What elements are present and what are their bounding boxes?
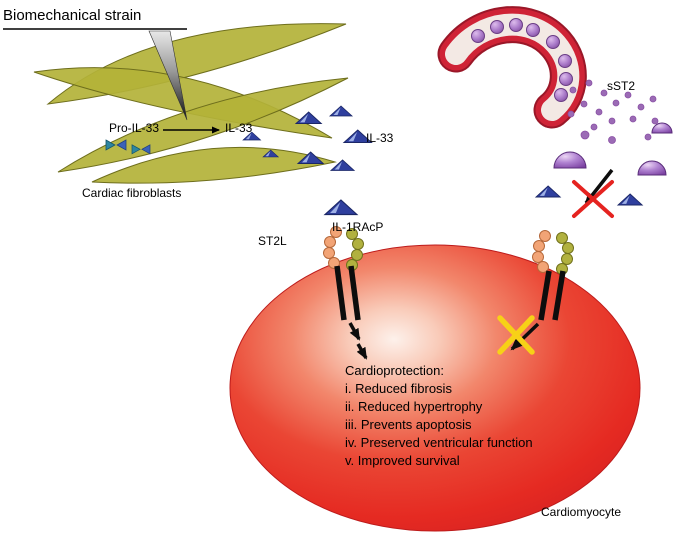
vessel-cells [471, 18, 573, 102]
il33-molecule [342, 129, 373, 143]
label-pro-il33: Pro-IL-33 [109, 121, 160, 135]
label-il1racp: IL-1RAcP [332, 220, 384, 234]
il33-molecule [328, 105, 354, 117]
cardioprotection-item-3: iii. Prevents apoptosis [345, 417, 472, 432]
il33-bound-molecule [323, 199, 359, 216]
sequestration-blocked-arrow [572, 168, 614, 218]
label-cardiac-fibroblasts: Cardiac fibroblasts [82, 186, 182, 200]
label-biomechanical-strain: Biomechanical strain [3, 7, 142, 24]
il33-molecule [534, 185, 562, 198]
il33-molecule [294, 111, 323, 124]
cardioprotection-item-4: iv. Preserved ventricular function [345, 435, 533, 450]
blocked-receptor [497, 230, 574, 355]
il33-molecules [242, 105, 644, 206]
biomechanical-strain-arrow [3, 28, 188, 121]
cardioprotection-item-5: v. Improved survival [345, 453, 460, 468]
red-x-icon [572, 180, 614, 218]
label-sst2: sST2 [607, 79, 636, 93]
st2l-chain [532, 230, 551, 273]
il33-molecule [616, 193, 644, 206]
sst2-dome [553, 151, 587, 169]
pro-il33-molecules [105, 139, 151, 155]
st2l-chain [323, 226, 342, 269]
il33-molecule [262, 149, 280, 158]
label-cardiomyocyte: Cardiomyocyte [541, 505, 622, 519]
cardioprotection-item-2: ii. Reduced hypertrophy [345, 399, 483, 414]
cardioprotection-item-1: i. Reduced fibrosis [345, 381, 452, 396]
sst2-particles [567, 79, 659, 144]
receptor-transmembrane-bars [334, 265, 361, 321]
yellow-x-icon [497, 315, 535, 355]
il1racp-chain [556, 232, 574, 275]
cardiomyocyte-cell [229, 244, 641, 532]
blocked-signal-arrow [510, 322, 540, 351]
label-il33-cleaved: IL-33 [225, 121, 253, 135]
il33-molecule [329, 159, 356, 171]
cardioprotection-text: Cardioprotection: i. Reduced fibrosis ii… [345, 362, 595, 470]
label-st2l: ST2L [258, 234, 287, 248]
sst2-dome [637, 160, 667, 176]
sst2-decoy-receptors [553, 122, 673, 176]
cardioprotection-title: Cardioprotection: [345, 363, 444, 378]
blood-vessel [437, 6, 587, 129]
il33-molecule [242, 131, 262, 141]
il33-molecule [296, 151, 325, 164]
cardiac-fibroblast-cells [33, 23, 349, 184]
st2l-il1racp-receptor [323, 199, 368, 360]
label-il33-released: IL-33 [366, 131, 394, 145]
receptor-transmembrane-bars [538, 270, 566, 321]
fibroblast-cell [57, 77, 349, 173]
signal-arrows [348, 322, 368, 360]
sst2-dome [651, 122, 673, 134]
